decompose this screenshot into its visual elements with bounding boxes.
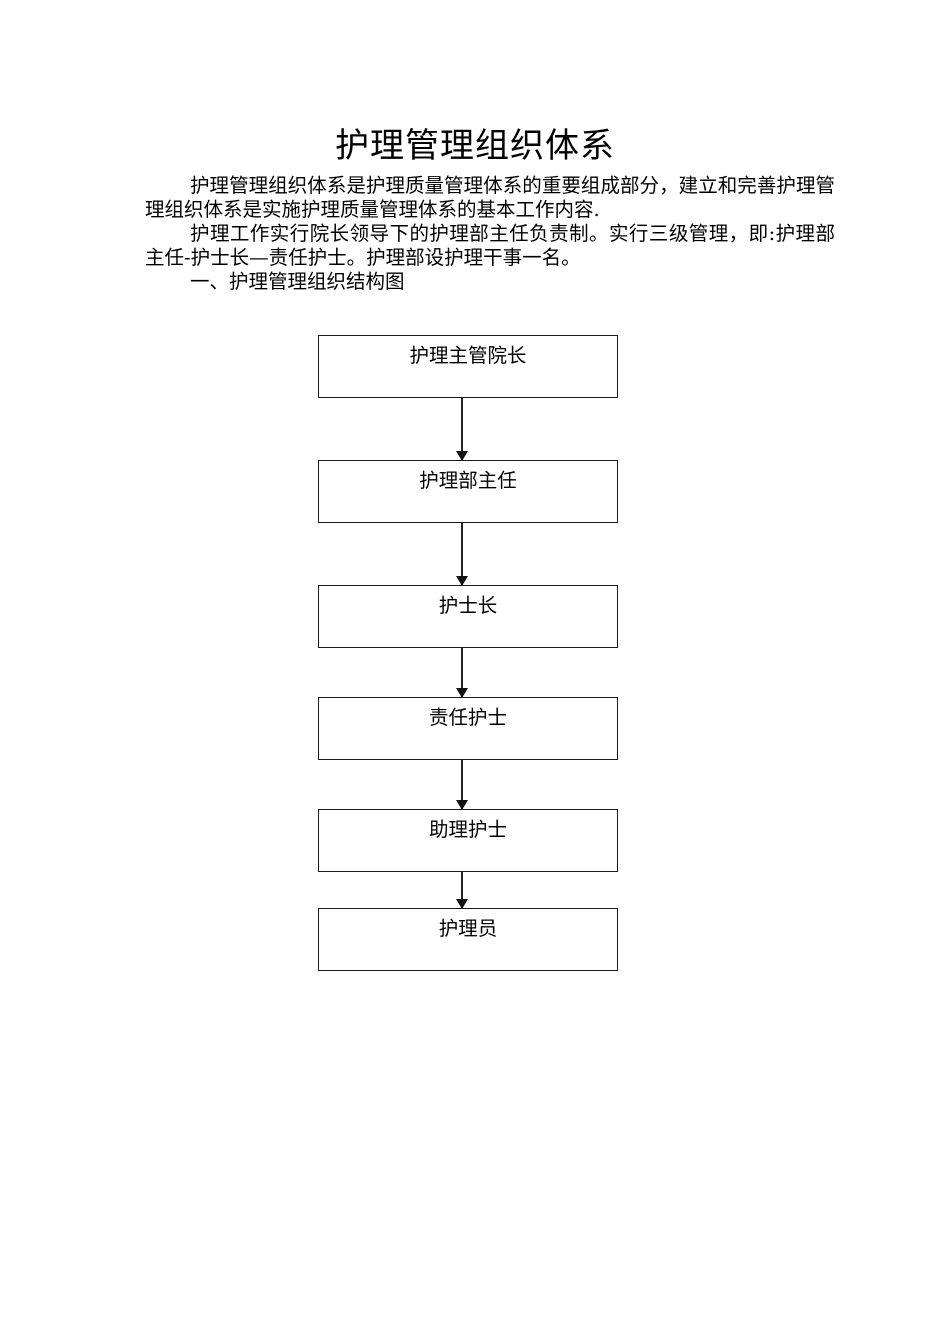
arrow-connector [456, 398, 468, 461]
arrow-connector [456, 872, 468, 909]
section-heading-org-chart: 一、护理管理组织结构图 [190, 270, 405, 293]
paragraph-intro: 护理管理组织体系是护理质量管理体系的重要组成部分，建立和完善护理管理组织体系是实… [145, 174, 835, 221]
org-node-label: 助理护士 [428, 818, 507, 841]
org-node-nursing-vice-president: 护理主管院长 [318, 335, 618, 398]
org-node-responsible-nurse: 责任护士 [318, 697, 618, 760]
org-node-assistant-nurse: 助理护士 [318, 809, 618, 872]
org-node-label: 护理主管院长 [409, 344, 527, 367]
page-title: 护理管理组织体系 [335, 126, 615, 166]
org-node-label: 护理员 [438, 917, 498, 940]
org-node-label: 护理部主任 [419, 469, 517, 492]
arrow-down-icon [456, 688, 468, 698]
arrow-down-icon [456, 451, 468, 461]
org-node-label: 护士长 [438, 594, 498, 617]
document-body: 护理管理组织体系是护理质量管理体系的重要组成部分，建立和完善护理管理组织体系是实… [145, 174, 835, 294]
arrow-connector [456, 760, 468, 810]
org-node-head-nurse: 护士长 [318, 585, 618, 648]
org-node-label: 责任护士 [428, 706, 507, 729]
arrow-down-icon [456, 576, 468, 586]
arrow-connector [456, 648, 468, 698]
org-node-nursing-director: 护理部主任 [318, 460, 618, 523]
arrow-down-icon [456, 800, 468, 810]
arrow-connector [456, 523, 468, 586]
org-node-nursing-aide: 护理员 [318, 908, 618, 971]
arrow-down-icon [456, 899, 468, 909]
paragraph-management-system: 护理工作实行院长领导下的护理部主任负责制。实行三级管理，即:护理部主任-护士长—… [145, 222, 835, 269]
